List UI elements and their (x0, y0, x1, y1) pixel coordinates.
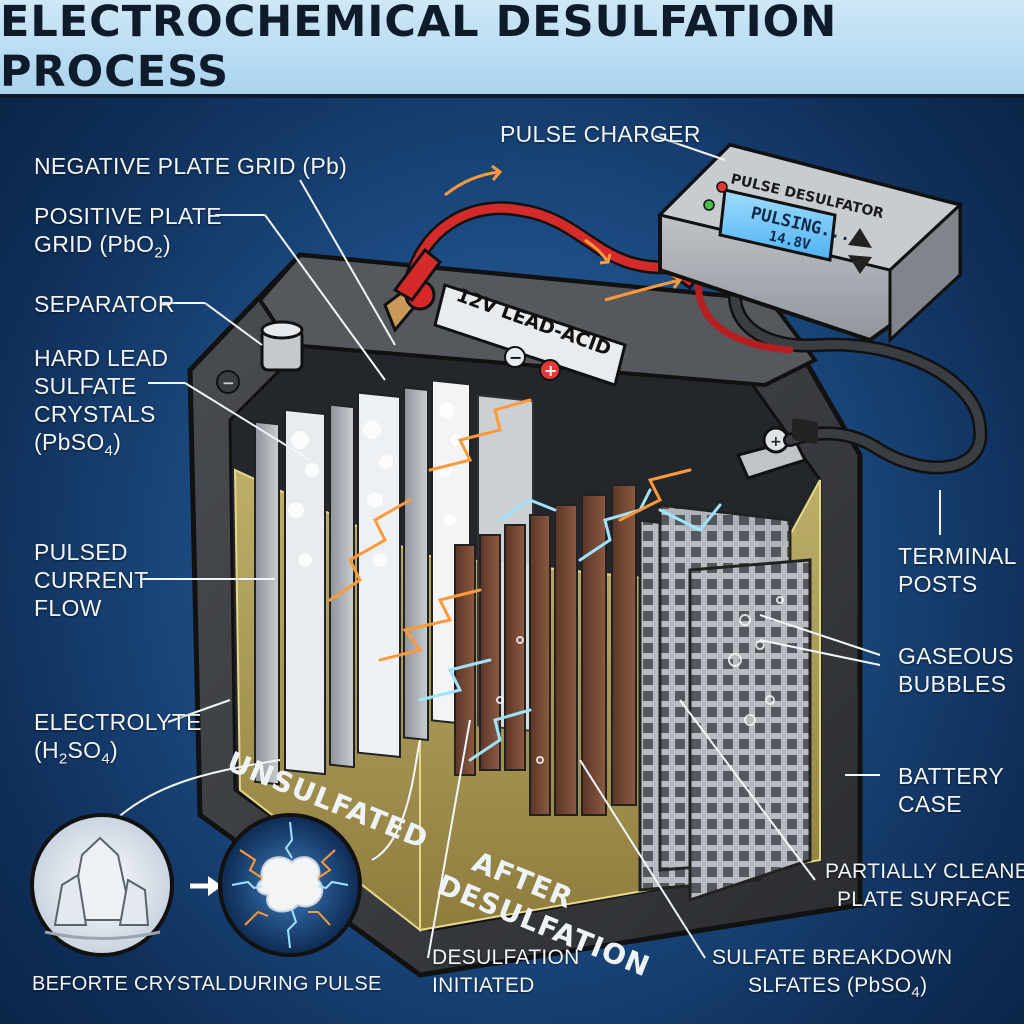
label-gaseous-bubbles: GASEOUS BUBBLES (898, 642, 1014, 698)
sulfate-line2: SLFATES (PbSO4) (712, 972, 952, 1007)
label-pulsed-current: PULSED CURRENT FLOW (34, 538, 149, 622)
pulsed-line2: CURRENT (34, 567, 149, 593)
gaseous-line1: GASEOUS (898, 643, 1014, 669)
charger-cables (403, 201, 988, 475)
electrolyte-line1: ELECTROLYTE (34, 709, 202, 735)
pulsed-line3: FLOW (34, 595, 102, 621)
label-sulfate-breakdown: SULFATE BREAKDOWN SLFATES (PbSO4) (712, 944, 952, 1007)
title-banner: ELECTROCHEMICAL DESULFATION PROCESS (0, 0, 1024, 98)
label-battery-case: BATTERY CASE (898, 762, 1004, 818)
label-desulfation-initiated: DESULFATION INITIATED (432, 944, 580, 1000)
electrolyte-line2: (H2SO4) (34, 736, 202, 774)
grid-plates (638, 503, 812, 903)
brown-plates (454, 484, 637, 816)
transition-arrow (190, 876, 222, 896)
pulse-sparks (328, 398, 722, 762)
label-negative-symbol: − (509, 348, 522, 367)
battery-case-line1: BATTERY (898, 763, 1005, 789)
hard-lead-line3: CRYSTALS (34, 401, 156, 427)
electrolyte-formula-sub2: 4 (101, 750, 111, 768)
label-positive-plate: POSITIVE PLATE GRID (PbO2) (34, 202, 222, 268)
positive-plate-line1: POSITIVE PLATE (34, 203, 222, 229)
partially-line1: PARTIALLY CLEANED (825, 860, 1024, 883)
hard-lead-line1: HARD LEAD (34, 345, 169, 371)
during-pulse-inset (218, 813, 362, 957)
electrolyte-formula-c: ) (110, 737, 118, 763)
label-hard-lead-sulfate: HARD LEAD SULFATE CRYSTALS (PbSO4) (34, 344, 168, 466)
positive-plate-end: ) (162, 231, 171, 257)
current-flow-arrows (444, 164, 683, 302)
leader-lines (114, 135, 941, 959)
electrolyte-formula-a: (H (34, 737, 59, 763)
sulfate-line1: SULFATE BREAKDOWN (712, 946, 953, 969)
hard-lead-formula-a: (PbSO (34, 429, 105, 455)
pulsed-line1: PULSED (34, 539, 128, 565)
page-title: ELECTROCHEMICAL DESULFATION PROCESS (0, 0, 838, 97)
label-terminal-posts: TERMINAL POSTS (898, 542, 1017, 598)
label-electrolyte: ELECTROLYTE (H2SO4) (34, 708, 202, 774)
label-before-crystal: BEFORTE CRYSTAL (32, 973, 227, 995)
pulse-charger-device (657, 142, 964, 444)
before-crystal-inset (30, 813, 174, 957)
sulfate-formula-sub: 4 (911, 984, 921, 1002)
label-positive-symbol: + (544, 361, 557, 380)
label-during-pulse: DURING PULSE (228, 973, 382, 995)
negative-terminal-symbol: − (222, 374, 235, 392)
hard-lead-line2: SULFATE (34, 373, 137, 399)
positive-plate-text: GRID (PbO (34, 231, 155, 257)
battery-label-plate (433, 283, 627, 387)
label-pulse-charger: PULSE CHARGER (500, 121, 701, 147)
partially-line2: PLATE SURFACE (837, 888, 1011, 911)
desulf-line2: INITIATED (432, 974, 535, 997)
battery-case-line2: CASE (898, 791, 962, 817)
positive-terminal-symbol: + (770, 434, 782, 450)
sulfate-formula-a: SLFATES (PbSO (748, 974, 912, 997)
sulfate-formula-b: ) (920, 974, 928, 997)
positive-plate-subscript: 2 (154, 244, 163, 262)
hard-lead-formula-sub: 4 (104, 442, 114, 460)
terminal-line1: TERMINAL (898, 543, 1017, 569)
desulf-line1: DESULFATION (432, 946, 580, 969)
hard-lead-formula-b: ) (113, 429, 122, 455)
terminal-line2: POSTS (898, 571, 978, 597)
positive-plate-line2: GRID (PbO2) (34, 230, 222, 268)
label-partially-cleaned: PARTIALLY CLEANED PLATE SURFACE (825, 858, 1024, 914)
hard-lead-line4: (PbSO4) (34, 428, 168, 466)
electrolyte-formula-sub1: 2 (58, 750, 68, 768)
gaseous-line2: BUBBLES (898, 671, 1007, 697)
label-separator: SEPARATOR (34, 291, 175, 317)
label-negative-plate: NEGATIVE PLATE GRID (Pb) (34, 153, 348, 179)
electrolyte-formula-b: SO (67, 737, 102, 763)
gas-bubbles (496, 596, 784, 764)
